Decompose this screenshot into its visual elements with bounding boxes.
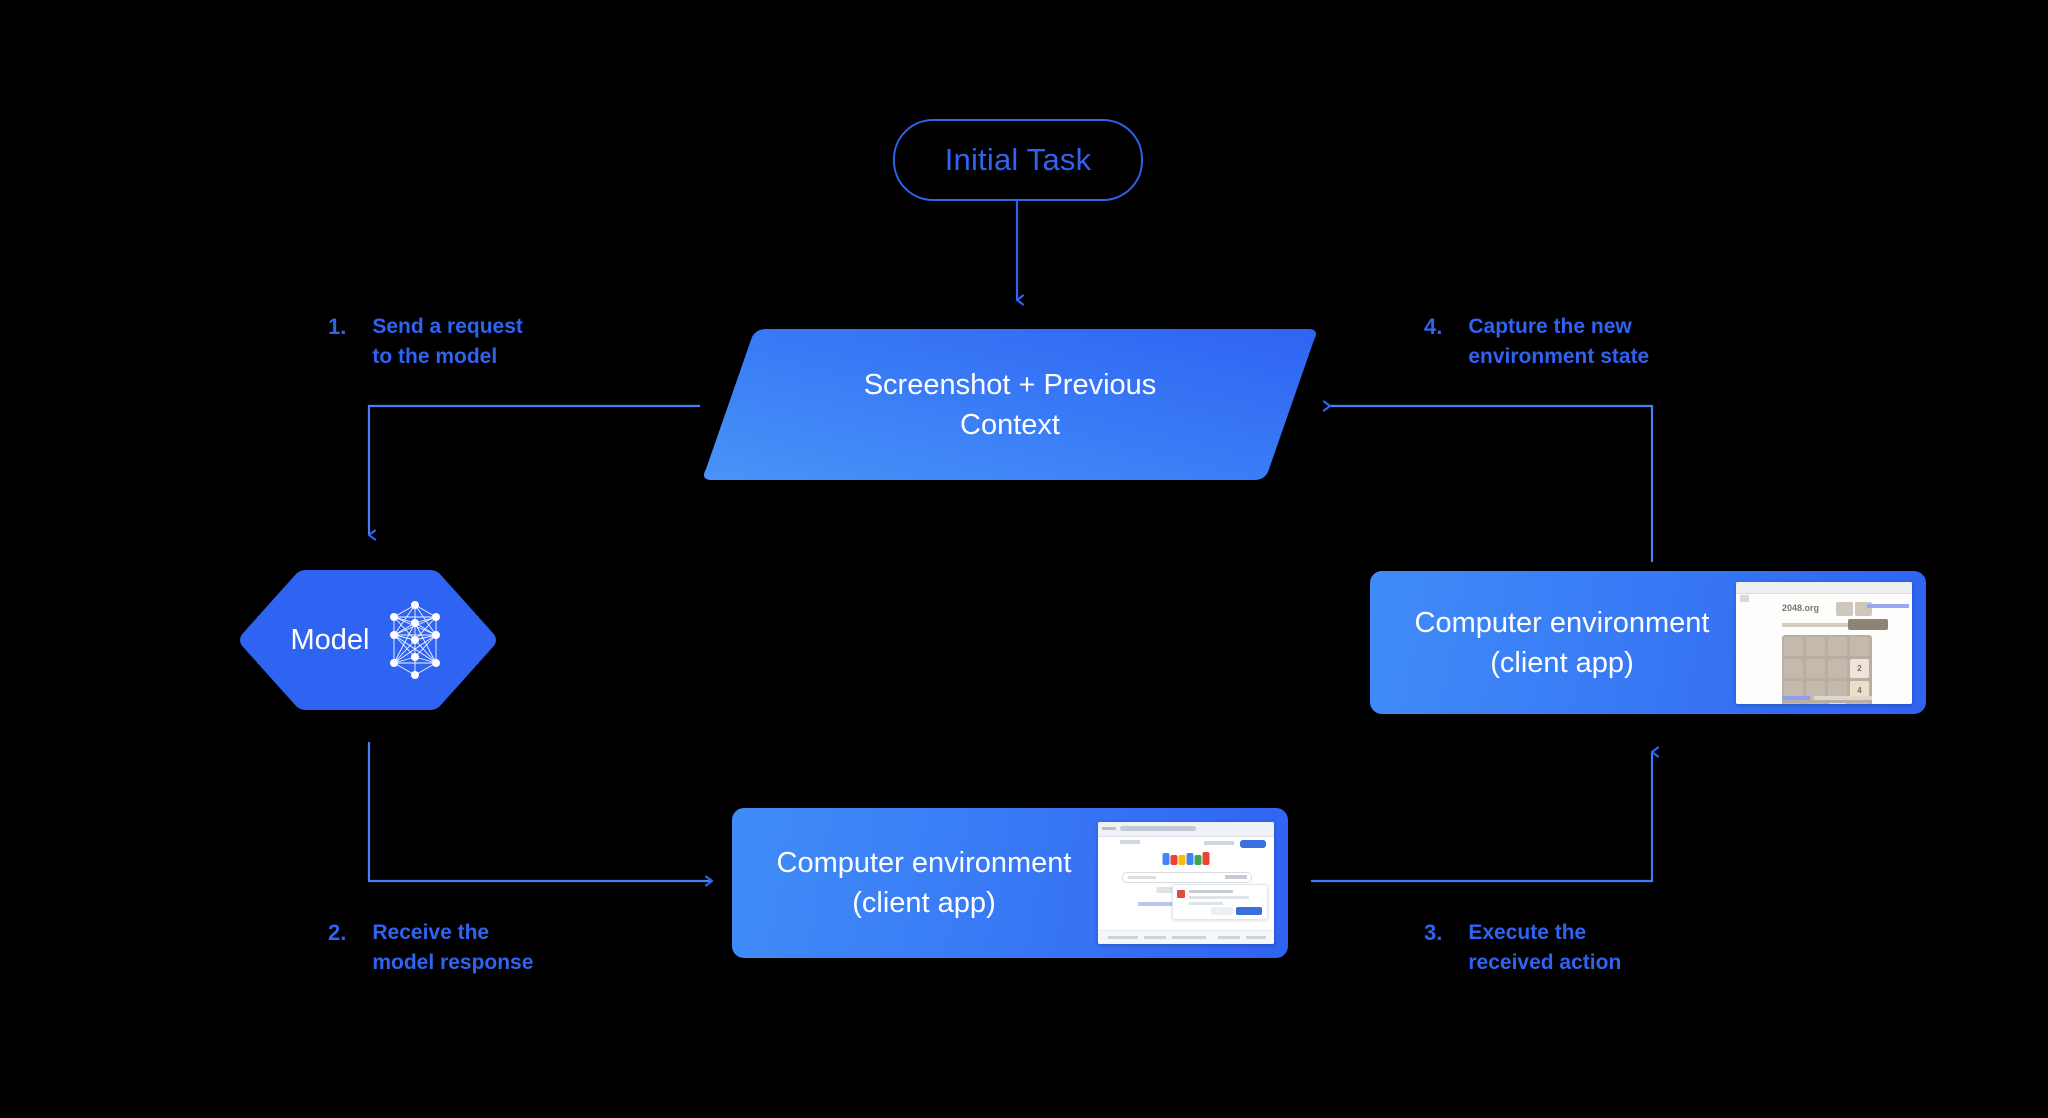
env-bottom-line2: (client app) — [852, 887, 996, 919]
google-search-box — [1122, 872, 1252, 883]
step-3-number: 3. — [1424, 920, 1443, 945]
step-2-line2: model response — [372, 951, 534, 974]
browser-nav-buttons — [1102, 827, 1116, 830]
step-4-text: Capture the new environment state — [1468, 312, 1649, 372]
step-3: 3. Execute the received action — [1424, 918, 1621, 978]
step-2: 2. Receive the model response — [328, 918, 533, 978]
neural-network-icon — [389, 601, 440, 679]
new-game-button — [1848, 618, 1888, 630]
step-4-line1: Capture the new — [1468, 315, 1632, 338]
game-tile: 4 — [1828, 702, 1847, 704]
step-4-line2: environment state — [1468, 345, 1650, 368]
env-right-label: Computer environment (client app) — [1370, 603, 1736, 683]
sign-in-button — [1240, 840, 1266, 848]
env-bottom-thumbnail — [1098, 822, 1274, 944]
context-node-text: Screenshot + Previous Context — [700, 327, 1320, 482]
arrow-context-to-model — [367, 404, 700, 541]
game-tile: 2 — [1850, 658, 1869, 678]
model-node-label: Model — [290, 623, 370, 656]
footer-text — [1814, 695, 1872, 700]
arrow-env-bottom-to-env-right — [1311, 746, 1660, 883]
step-4: 4. Capture the new environment state — [1424, 312, 1649, 372]
page-top-right-links — [1204, 841, 1234, 845]
google-logo — [1162, 852, 1210, 865]
game-board: 2 4 4 8 — [1782, 634, 1872, 704]
context-node-line2: Context — [960, 408, 1060, 441]
step-2-line1: Receive the — [372, 921, 490, 944]
browser-tab — [1740, 594, 1749, 602]
game-2048-title: 2048.org — [1782, 602, 1820, 613]
page-footer — [1098, 930, 1274, 944]
step-3-text: Execute the received action — [1468, 918, 1621, 978]
context-node-line1: Screenshot + Previous — [863, 368, 1157, 401]
browser-url-bar — [1120, 826, 1196, 831]
step-3-line1: Execute the — [1468, 921, 1587, 944]
step-4-number: 4. — [1424, 314, 1443, 339]
header-link — [1867, 603, 1909, 608]
game-tile: 4 — [1850, 680, 1869, 700]
step-1-line1: Send a request — [372, 315, 523, 338]
env-bottom-node[interactable]: Computer environment (client app) — [732, 808, 1288, 958]
footer-link — [1782, 695, 1810, 700]
initial-task-label: Initial Task — [944, 142, 1092, 177]
env-right-line1: Computer environment — [1414, 606, 1710, 639]
arrow-model-to-env-bottom — [367, 742, 714, 887]
model-node[interactable]: Model — [236, 570, 500, 710]
env-right-thumbnail: 2048.org 2 4 4 8 — [1736, 581, 1912, 704]
context-node[interactable]: Screenshot + Previous Context — [700, 327, 1320, 482]
step-2-number: 2. — [328, 920, 347, 945]
env-bottom-label: Computer environment (client app) — [732, 843, 1098, 923]
step-1-number: 1. — [328, 314, 347, 339]
initial-task-node[interactable]: Initial Task — [893, 119, 1143, 201]
page-top-left-link — [1120, 840, 1140, 844]
browser-bar — [1736, 581, 1912, 594]
step-1-text: Send a request to the model — [372, 312, 523, 372]
score-box — [1836, 601, 1853, 616]
env-bottom-line1: Computer environment — [776, 847, 1072, 879]
consent-dialog — [1172, 884, 1268, 920]
step-1-line2: to the model — [372, 345, 498, 368]
env-right-line2: (client app) — [1490, 646, 1634, 679]
context-node-shape — [704, 329, 1316, 480]
env-right-node[interactable]: Computer environment (client app) 2048.o… — [1370, 571, 1926, 714]
step-1: 1. Send a request to the model — [328, 312, 523, 372]
game-tile: 8 — [1850, 702, 1869, 704]
step-2-text: Receive the model response — [372, 918, 533, 978]
game-subtitle — [1782, 622, 1854, 627]
arrow-env-right-to-context — [1322, 400, 1654, 562]
model-node-shape — [240, 570, 496, 710]
step-3-line2: received action — [1468, 951, 1622, 974]
